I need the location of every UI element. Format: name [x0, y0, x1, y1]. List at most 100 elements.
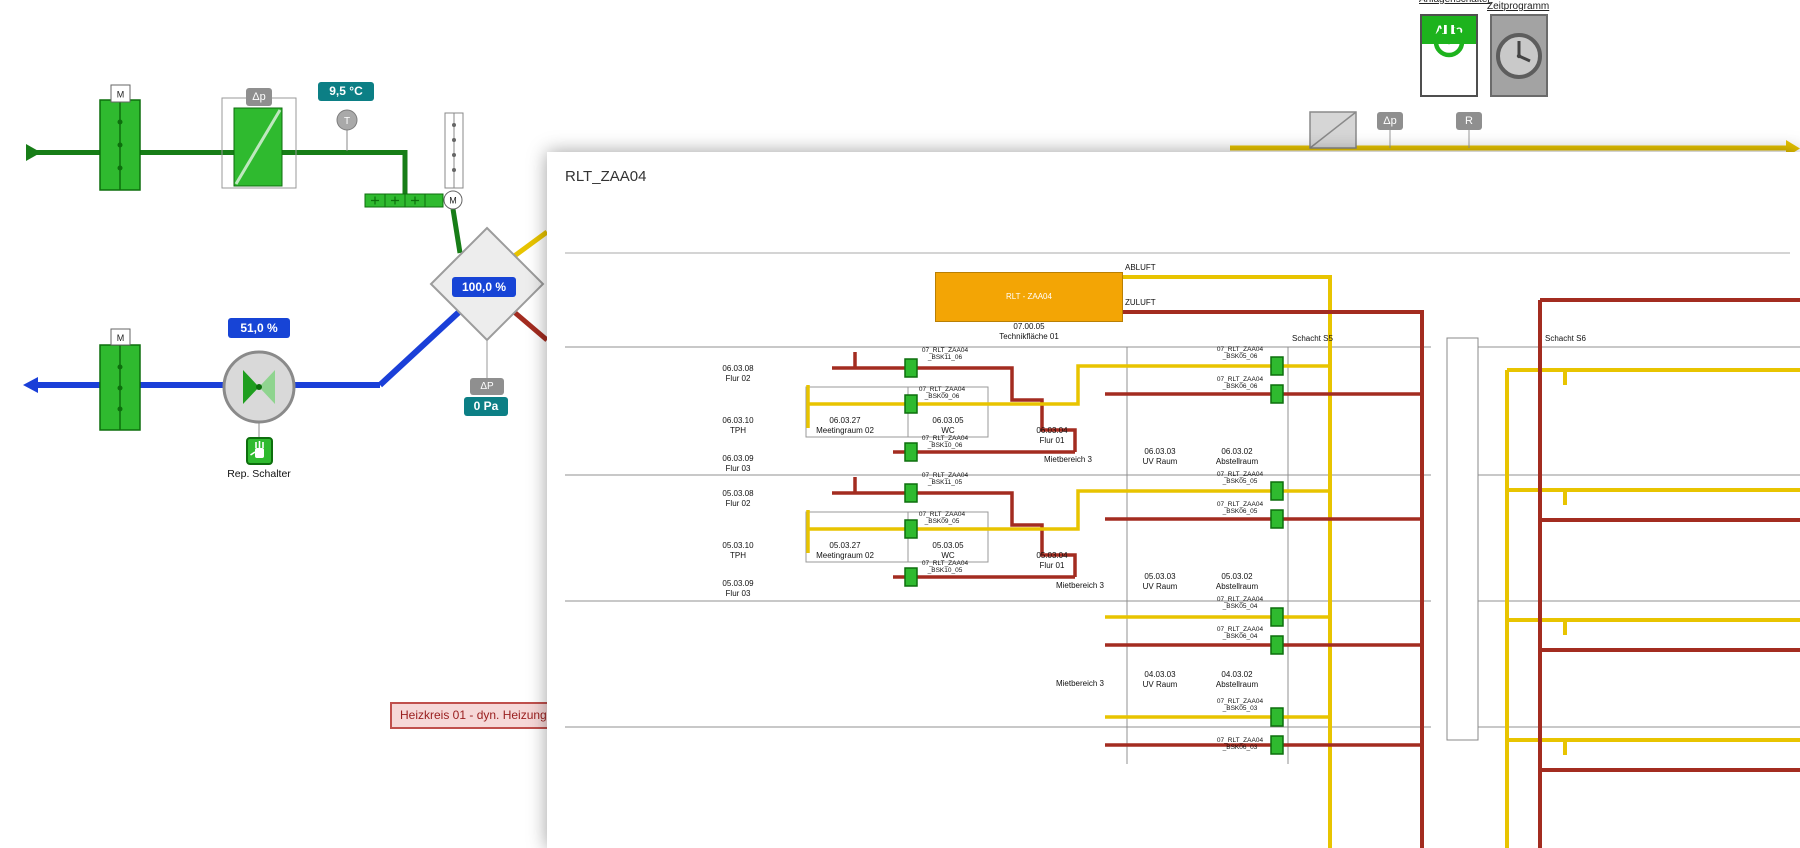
power-icon — [1433, 20, 1465, 58]
clock-icon — [1496, 33, 1542, 79]
bsk-label: 07_RLT_ZAA04 _BSK06_03 — [1217, 737, 1263, 751]
zuluft-duct-diag — [511, 309, 549, 342]
fire-damper-bsk06-06[interactable] — [1270, 384, 1284, 404]
motor-icon[interactable] — [110, 328, 131, 346]
zeitprogramm-button[interactable] — [1490, 14, 1548, 97]
room-label: 05.03.27 Meetingraum 02 — [816, 541, 874, 560]
room-name: Flur 01 — [1039, 560, 1065, 570]
room-name: WC — [941, 425, 955, 435]
fire-damper-bsk05-03[interactable] — [1270, 707, 1284, 727]
bsk-prefix: 07_RLT_ZAA04 — [918, 511, 966, 518]
room-name: WC — [941, 550, 955, 560]
bsk-prefix: 07_RLT_ZAA04 — [921, 435, 969, 442]
bsk-suffix: _BSK06_06 — [1222, 383, 1258, 391]
floor-lines — [565, 346, 1800, 728]
fire-damper-bsk05-06[interactable] — [1270, 356, 1284, 376]
riser-scheme — [565, 252, 1800, 848]
room-label: 06.03.04 Flur 01 — [1036, 426, 1067, 445]
pump-hub — [256, 384, 262, 390]
return-air-duct-diag — [377, 309, 462, 388]
room-label: 05.03.03 UV Raum — [1143, 572, 1178, 591]
fire-damper-bsk09-06[interactable] — [904, 394, 918, 414]
bsk-prefix: 07_RLT_ZAA04 — [1216, 376, 1264, 383]
panel-title: RLT_ZAA04 — [565, 168, 647, 185]
damper-dot — [117, 406, 123, 412]
room-name: Flur 01 — [1039, 435, 1065, 445]
fire-damper-bsk06-05[interactable] — [1270, 509, 1284, 529]
exchanger-diagonal — [234, 109, 282, 185]
fire-damper-bsk06-04[interactable] — [1270, 635, 1284, 655]
room-label: 06.03.08 Flur 02 — [722, 364, 753, 383]
room-label: 06.03.02 Abstellraum — [1216, 447, 1258, 466]
fire-damper-bsk05-04[interactable] — [1270, 607, 1284, 627]
pump-speed-badge[interactable]: 51,0 % — [228, 318, 290, 338]
bsk-suffix: _BSK05_06 — [1222, 353, 1258, 361]
bsk-label: 07_RLT_ZAA04 _BSK06_04 — [1217, 626, 1263, 640]
room-id: 06.03.27 — [829, 416, 861, 425]
room-label: 04.03.02 Abstellraum — [1216, 670, 1258, 689]
room-label: 05.03.02 Abstellraum — [1216, 572, 1258, 591]
wall-lines — [1126, 347, 1289, 764]
bsk-prefix: 07_RLT_ZAA04 — [1216, 596, 1264, 603]
dp-label-badge[interactable]: ΔP — [470, 378, 504, 395]
bsk-prefix: 07_RLT_ZAA04 — [921, 472, 969, 479]
pump-impeller — [259, 370, 275, 404]
bsk-prefix: 07_RLT_ZAA04 — [918, 386, 966, 393]
ahu-box[interactable]: RLT - ZAA04 — [935, 272, 1123, 322]
bsk-label: 07_RLT_ZAA04 _BSK11_06 — [922, 347, 968, 361]
dp-badge-topright[interactable]: Δp — [1377, 112, 1403, 130]
dp-value-badge[interactable]: 0 Pa — [464, 397, 508, 416]
bsk-prefix: 07_RLT_ZAA04 — [1216, 346, 1264, 353]
room-id: 06.03.08 — [722, 364, 754, 373]
fire-damper-bsk11-06[interactable] — [904, 358, 918, 378]
room-id: 05.03.04 — [1036, 551, 1068, 560]
room-outline — [805, 386, 989, 438]
temp-sensor-icon[interactable] — [336, 109, 358, 131]
room-label: 06.03.05 WC — [932, 416, 963, 435]
repair-switch-label: Rep. Schalter — [227, 468, 291, 480]
motor-icon[interactable] — [443, 190, 463, 210]
room-label: 04.03.03 UV Raum — [1143, 670, 1178, 689]
fire-damper-bsk05-05[interactable] — [1270, 481, 1284, 501]
bsk-prefix: 07_RLT_ZAA04 — [1216, 471, 1264, 478]
anlagenschalter-auto-button[interactable]: Auto — [1420, 14, 1478, 97]
ahu-room-name: Technikfläche 01 — [999, 332, 1059, 341]
room-name: UV Raum — [1142, 581, 1178, 591]
room-id: 06.03.02 — [1221, 447, 1253, 456]
bsk-suffix: _BSK06_05 — [1222, 508, 1258, 516]
bsk-prefix: 07_RLT_ZAA04 — [1216, 626, 1264, 633]
bsk-label: 07_RLT_ZAA04 _BSK11_05 — [922, 472, 968, 486]
fire-damper-bsk10-05[interactable] — [904, 567, 918, 587]
room-name: Abstellraum — [1215, 679, 1259, 689]
room-id: 05.03.09 — [722, 579, 754, 588]
bsk-label: 07_RLT_ZAA04 _BSK09_05 — [919, 511, 965, 525]
tenant-label: Mietbereich 3 — [1055, 581, 1105, 590]
return-arrow-icon — [23, 377, 38, 393]
dp-filter-badge[interactable]: Δp — [246, 88, 272, 106]
room-label: 05.03.09 Flur 03 — [722, 579, 753, 598]
damper-dot — [117, 364, 123, 370]
supply-temp-badge[interactable]: 9,5 °C — [318, 82, 374, 101]
damper-ticks — [384, 194, 426, 207]
wheel-speed-badge[interactable]: 100,0 % — [452, 277, 516, 297]
bsk-suffix: _BSK11_05 — [927, 479, 963, 487]
anlagenschalter-label: Anlagenschalter — [1419, 0, 1491, 5]
zuluft-branch-06 — [832, 352, 1077, 454]
bsk-suffix: _BSK06_04 — [1222, 633, 1258, 641]
zuluft-riser — [1123, 310, 1424, 848]
r-badge-topright[interactable]: R — [1456, 112, 1482, 130]
fire-damper-bsk09-05[interactable] — [904, 519, 918, 539]
zeitprogramm-label: Zeitprogramm — [1487, 1, 1550, 12]
abluft-label: ABLUFT — [1125, 263, 1156, 272]
room-label: 06.03.03 UV Raum — [1143, 447, 1178, 466]
fire-damper-bsk11-05[interactable] — [904, 483, 918, 503]
exhaust-duct-diag — [511, 229, 549, 260]
bsk-label: 07_RLT_ZAA04 _BSK06_06 — [1217, 376, 1263, 390]
tenant-label: Mietbereich 3 — [1043, 455, 1093, 464]
fire-damper-bsk06-03[interactable] — [1270, 735, 1284, 755]
motor-icon[interactable] — [110, 84, 131, 103]
room-name: Flur 02 — [725, 498, 751, 508]
fire-damper-bsk10-06[interactable] — [904, 442, 918, 462]
room-label: 06.03.27 Meetingraum 02 — [816, 416, 874, 435]
bsk-suffix: _BSK05_05 — [1222, 478, 1258, 486]
